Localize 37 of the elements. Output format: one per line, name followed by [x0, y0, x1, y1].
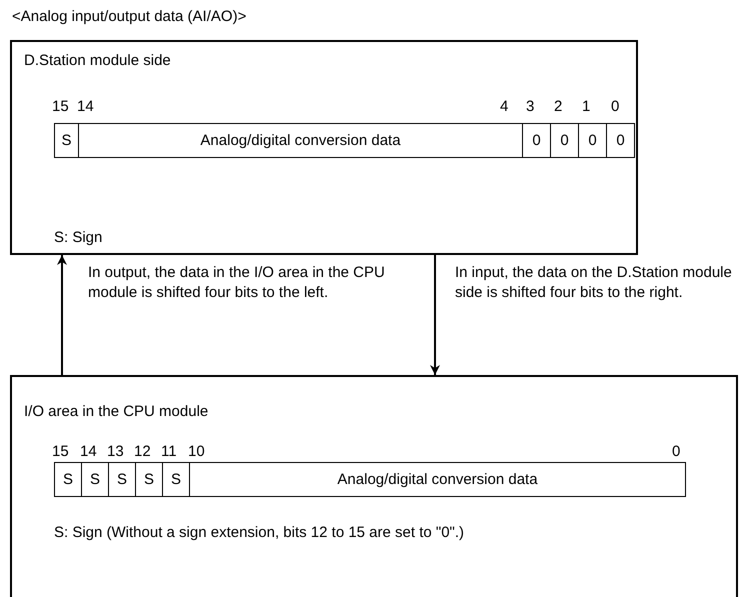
bit-number: 15: [52, 443, 69, 461]
bit-number: 0: [672, 443, 680, 461]
bit-number: 0: [611, 98, 620, 116]
edge-label: In input, the data on the D.Station module side is shifted four bits to the right.: [455, 263, 733, 303]
bit-number: 1: [582, 98, 590, 116]
bit-number: 14: [77, 98, 94, 116]
bit-field: 0: [550, 123, 579, 158]
box-heading: I/O area in the CPU module: [24, 403, 208, 421]
bit-number: 3: [526, 98, 534, 116]
note-text: S: Sign (Without a sign extension, bits 12 to 15 are set to "0".): [54, 523, 466, 543]
bit-number: 11: [161, 443, 177, 461]
bit-field: S: [135, 462, 163, 497]
edge-label: In output, the data in the I/O area in the CPU module is shifted four bits to the left.: [88, 263, 386, 303]
bit-field: 0: [578, 123, 607, 158]
bit-field: Analog/digital conversion data: [78, 123, 523, 158]
bit-number: 4: [500, 98, 508, 116]
bit-field: Analog/digital conversion data: [189, 462, 686, 497]
arrow: [57, 255, 67, 375]
module-box: [10, 40, 638, 255]
bit-number: 2: [554, 98, 562, 116]
bit-field: S: [54, 123, 79, 158]
module-box: [10, 375, 738, 597]
bit-number: 13: [107, 443, 124, 461]
bit-field: S: [108, 462, 136, 497]
bit-number: 15: [52, 98, 69, 116]
bit-field: 0: [606, 123, 635, 158]
bit-number: 14: [80, 443, 97, 461]
bit-number: 12: [134, 443, 151, 461]
title: <Analog input/output data (AI/AO)>: [12, 8, 246, 26]
note-text: S: Sign: [54, 228, 104, 248]
bit-number: 10: [188, 443, 205, 461]
arrow: [430, 255, 440, 375]
bit-field: S: [81, 462, 109, 497]
bit-field: S: [162, 462, 190, 497]
bit-field: 0: [522, 123, 551, 158]
box-heading: D.Station module side: [24, 52, 171, 70]
bit-field: S: [54, 462, 82, 497]
